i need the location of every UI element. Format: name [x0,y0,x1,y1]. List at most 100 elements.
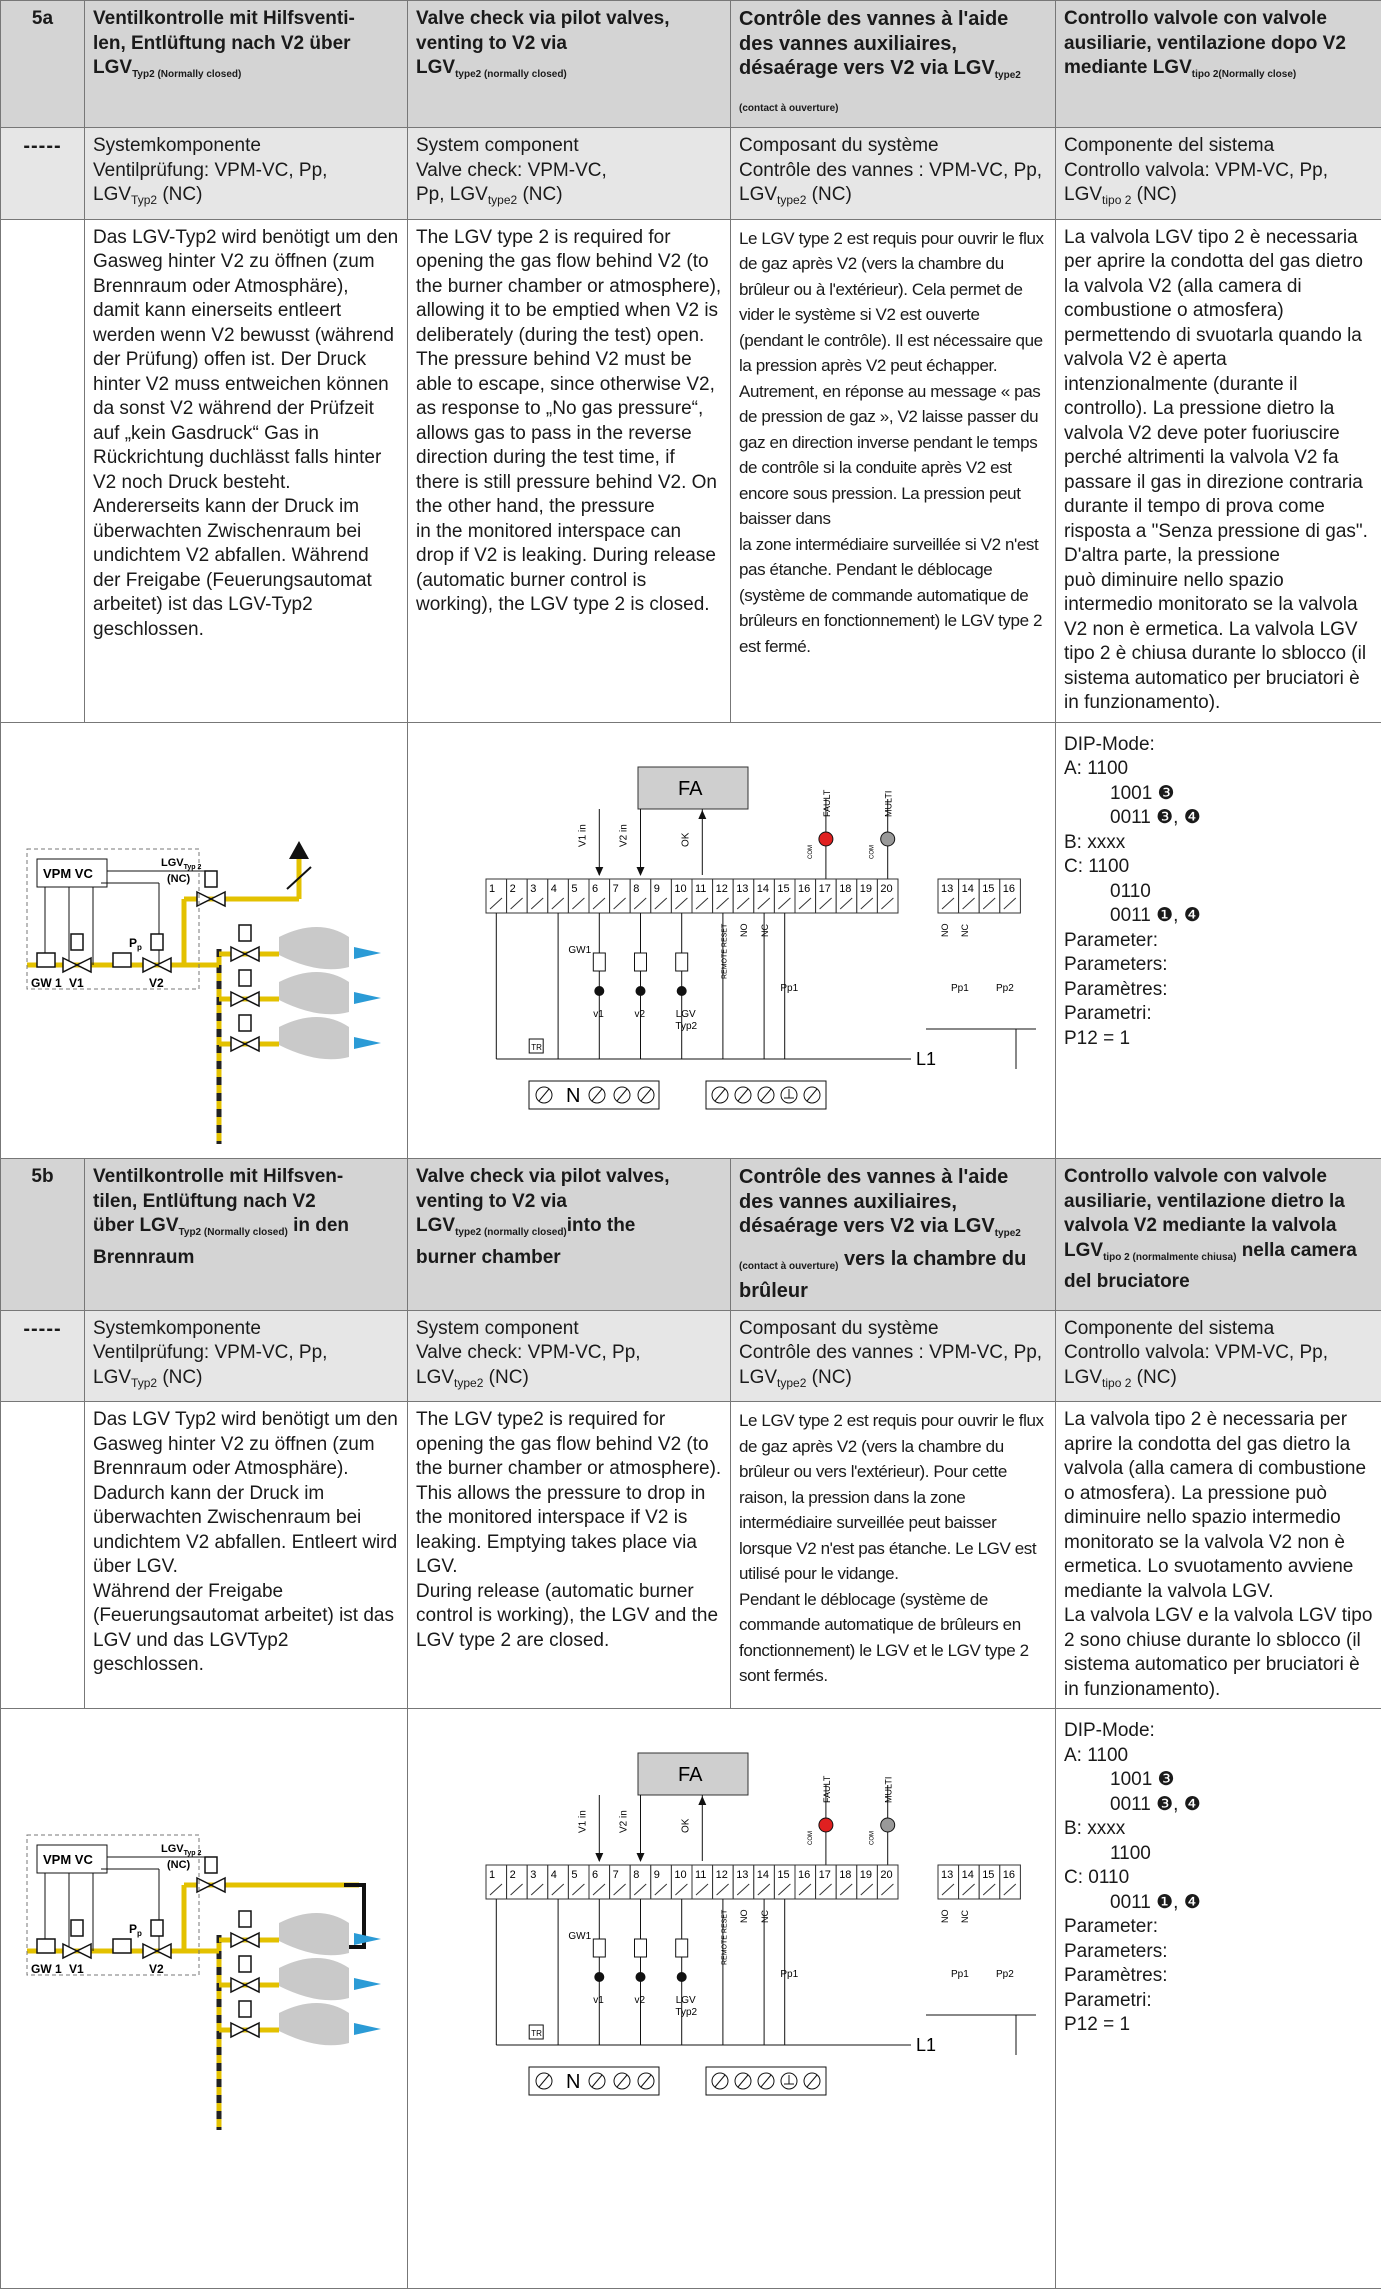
terminal-number: 16 [798,1869,810,1881]
terminal-number: 10 [674,1869,686,1881]
section-5a-header-row: 5a Ventilkontrolle mit Hilfsventi- len, … [1,1,1381,128]
description-it: La valvola tipo 2 è necessaria per aprir… [1056,1402,1381,1709]
vpm-label: VPM VC [43,1852,93,1867]
valve-icon [636,1972,646,1982]
heading-it: Controllo valvole con valvole ausiliarie… [1056,1159,1381,1311]
terminal-number: 1 [489,1869,495,1881]
terminal-number: 4 [551,883,557,895]
svg-text:Pp: Pp [129,936,142,952]
description-fr: Le LGV type 2 est requis pour ouvrir le … [731,1402,1056,1709]
signal-label: V1 in [577,824,588,847]
fa-label: FA [678,778,703,800]
svg-text:LGV: LGV [676,1995,696,2006]
terminal-number: 8 [633,883,639,895]
svg-text:REMOTE RESET: REMOTE RESET [722,1909,729,1965]
fault-lamp-icon [819,832,833,846]
terminal-number: 18 [839,1869,851,1881]
svg-text:NO: NO [940,1910,950,1924]
heading-fr: Contrôle des vannes à l'aide des vannes … [731,1159,1056,1311]
terminal-number: 12 [716,1869,728,1881]
valve-icon [594,1972,604,1982]
terminal-number: 15 [777,1869,789,1881]
signal-label: OK [680,832,691,847]
section-5a-diagram-row: VPM VC LGVTyp 2 (NC) GW 1 [1,722,1381,1159]
section-5b-header-row: 5b Ventilkontrolle mit Hilfsven- tilen, … [1,1159,1381,1311]
section-id: 5a [1,1,85,128]
svg-text:V2: V2 [149,1962,164,1976]
svg-text:(NC): (NC) [167,1859,191,1871]
terminal-number: 14 [962,1869,974,1881]
terminal-number: 16 [798,883,810,895]
terminal-number: 15 [777,883,789,895]
description-de: Das LGV Typ2 wird benötigt um den Gasweg… [85,1402,408,1709]
description-it: La valvola LGV tipo 2 è necessaria per a… [1056,219,1381,722]
valve-icon [594,986,604,996]
svg-text:NO: NO [739,1910,749,1924]
svg-text:GW1: GW1 [568,1931,591,1942]
terminal-number: 12 [716,883,728,895]
coil-icon [593,1939,605,1957]
svg-text:NC: NC [960,1910,970,1923]
n-terminal-block [529,1081,659,1109]
coil-icon [593,953,605,971]
coil-icon [635,953,647,971]
heading-en: Valve check via pilot valves, venting to… [408,1159,731,1311]
terminal-number: 8 [633,1869,639,1881]
multi-lamp-icon [881,832,895,846]
description-en: The LGV type 2 is required for opening t… [408,219,731,722]
svg-text:GW 1: GW 1 [31,976,62,990]
terminal-number: 2 [510,1869,516,1881]
svg-text:V1: V1 [69,976,84,990]
burner-icon [279,927,381,1059]
lgv-label: LGVTyp 2 [161,857,201,871]
terminal-number: 3 [530,883,536,895]
svg-text:TR: TR [531,1043,542,1052]
section-5a-description-row: Das LGV-Typ2 wird benötigt um den Gasweg… [1,219,1381,722]
svg-text:NC: NC [760,1910,770,1923]
svg-text:Pp1: Pp1 [780,1969,798,1980]
l1-label: L1 [916,2035,936,2055]
lamp-label: MULTI [884,790,894,816]
terminal-number: 18 [839,883,851,895]
heading-de: Ventilkontrolle mit Hilfsventi- len, Ent… [85,1,408,128]
piping-diagram-cell-5a: VPM VC LGVTyp 2 (NC) GW 1 [1,722,408,1159]
terminal-number: 13 [736,883,748,895]
n-label: N [566,1085,580,1107]
lamp-label: MULTI [884,1777,894,1803]
valve-icon [677,986,687,996]
signal-label: OK [680,1818,691,1833]
svg-text:NO: NO [940,923,950,937]
piping-diagram: VPM VC LGVTyp 2 (NC) GW 1 [9,729,415,1145]
fault-lamp-icon [819,1818,833,1832]
lgv-label: LGVTyp 2 [161,1843,201,1857]
heading-de: Ventilkontrolle mit Hilfsven- tilen, Ent… [85,1159,408,1311]
piping-diagram: VPM VC LGVTyp 2 (NC) GW 1 V1 [9,1715,415,2135]
valve-icon [636,986,646,996]
terminal-number: 13 [941,1869,953,1881]
terminal-number: 6 [592,1869,598,1881]
n-label: N [566,2071,580,2093]
terminal-number: 17 [819,1869,831,1881]
terminal-number: 6 [592,883,598,895]
signal-label: V2 in [619,1810,630,1833]
terminal-number: 13 [736,1869,748,1881]
section-5b-diagram-row: VPM VC LGVTyp 2 (NC) GW 1 V1 [1,1709,1381,2289]
svg-text:Pp1: Pp1 [951,1969,969,1980]
signal-label: V2 in [619,824,630,847]
terminal-number: 20 [880,1869,892,1881]
terminal-number: 19 [860,1869,872,1881]
terminal-number: 14 [757,883,769,895]
terminal-number: 9 [654,1869,660,1881]
terminal-number: 19 [860,883,872,895]
svg-text:LGV: LGV [676,1009,696,1020]
